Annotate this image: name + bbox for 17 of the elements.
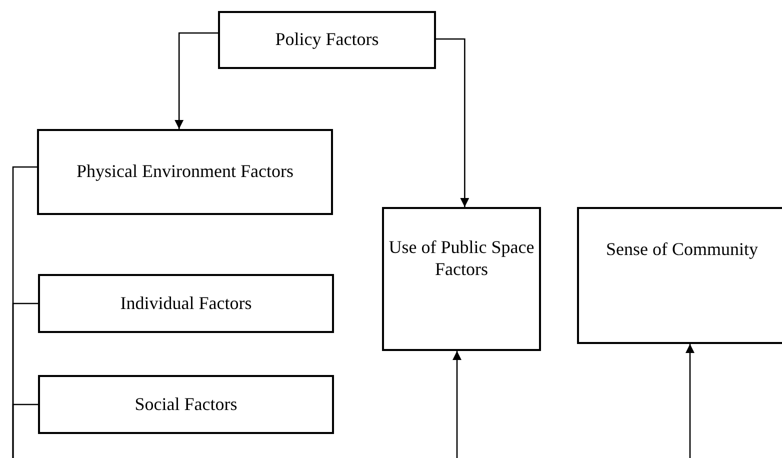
connector-line: [12, 404, 38, 458]
box-label: Physical Environment Factors: [76, 161, 294, 183]
box-label: Individual Factors: [120, 292, 252, 314]
box-label: Use of Public Space Factors: [388, 237, 536, 281]
arrow: [174, 32, 218, 129]
process-box: [37, 129, 333, 215]
arrow: [436, 38, 470, 207]
process-box: [577, 207, 782, 344]
process-box: [38, 375, 334, 434]
box-label: Social Factors: [134, 394, 238, 416]
box-label: Policy Factors: [275, 29, 379, 51]
arrow: [452, 351, 462, 458]
process-box: [218, 11, 436, 69]
process-box: [38, 274, 334, 333]
process-box: [382, 207, 541, 351]
arrow: [686, 344, 694, 458]
box-label: Sense of Community: [606, 238, 758, 260]
